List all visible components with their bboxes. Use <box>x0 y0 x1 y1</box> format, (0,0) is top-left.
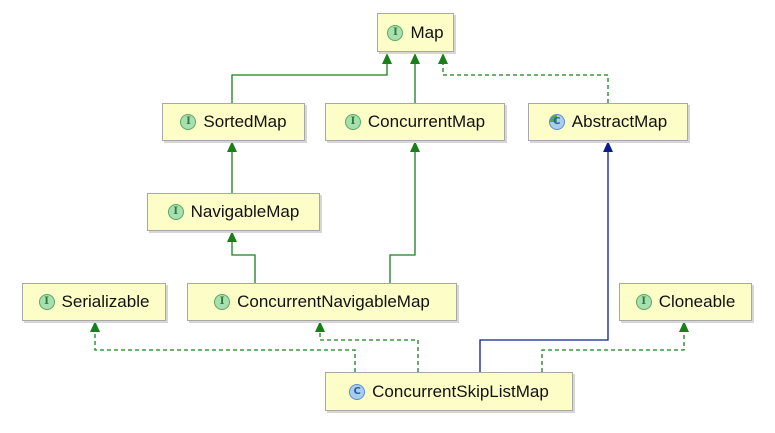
edge-skiplist-to-abstract <box>479 141 613 372</box>
edge-navigable-to-sorted <box>227 141 237 193</box>
interface-icon: I <box>38 294 55 310</box>
edge-arrowhead <box>438 53 448 64</box>
edge-arrowhead <box>315 321 325 332</box>
node-navigablemap[interactable]: I NavigableMap <box>147 193 320 231</box>
edge-line <box>541 330 685 372</box>
interface-icon: I <box>180 114 197 130</box>
edge-arrowhead <box>227 231 237 242</box>
node-label: AbstractMap <box>571 112 668 131</box>
edge-line <box>231 62 388 103</box>
edge-arrowhead <box>227 141 237 152</box>
edge-line <box>479 150 609 372</box>
edge-concmap-to-map <box>410 53 420 103</box>
node-map[interactable]: I Map <box>377 13 454 52</box>
abstract-class-icon: C <box>548 114 565 130</box>
edge-arrowhead <box>410 141 420 152</box>
node-concurrentmap[interactable]: I ConcurrentMap <box>325 103 505 141</box>
node-label: Cloneable <box>658 292 736 311</box>
node-serializable[interactable]: I Serializable <box>22 283 166 321</box>
node-label: Map <box>410 22 444 42</box>
node-abstractmap[interactable]: C AbstractMap <box>528 103 688 141</box>
edge-skiplist-to-concnav <box>315 321 419 372</box>
node-sortedmap[interactable]: I SortedMap <box>162 103 305 141</box>
interface-icon: I <box>167 204 184 220</box>
edge-skiplist-to-serializable <box>90 321 356 372</box>
edge-concnav-to-navigable <box>227 231 256 283</box>
node-label: ConcurrentSkipListMap <box>372 381 549 401</box>
edge-line <box>442 62 609 103</box>
node-label: ConcurrentNavigableMap <box>237 292 430 311</box>
node-concurrentskiplistmap[interactable]: C ConcurrentSkipListMap <box>325 372 573 411</box>
node-cloneable[interactable]: I Cloneable <box>619 283 752 321</box>
interface-icon: I <box>344 114 361 130</box>
class-icon: C <box>349 383 366 400</box>
node-concurrentnavigablemap[interactable]: I ConcurrentNavigableMap <box>187 283 457 321</box>
node-label: Serializable <box>61 292 150 311</box>
edge-arrowhead <box>382 53 392 64</box>
edge-arrowhead <box>603 141 613 152</box>
edge-line <box>94 330 356 372</box>
edge-line <box>231 240 256 283</box>
edge-concnav-to-concmap <box>389 141 420 283</box>
node-label: SortedMap <box>203 112 287 131</box>
node-label: NavigableMap <box>190 202 300 221</box>
edge-arrowhead <box>679 321 689 332</box>
edge-arrowhead <box>410 53 420 64</box>
edge-skiplist-to-cloneable <box>541 321 689 372</box>
interface-icon: I <box>635 294 652 310</box>
edge-abstract-to-map <box>438 53 609 103</box>
edge-line <box>319 330 419 372</box>
interface-icon: I <box>214 294 231 310</box>
edge-sorted-to-map <box>231 53 392 103</box>
edge-line <box>389 150 416 283</box>
node-label: ConcurrentMap <box>367 112 486 131</box>
interface-icon: I <box>387 24 404 41</box>
edge-arrowhead <box>90 321 100 332</box>
